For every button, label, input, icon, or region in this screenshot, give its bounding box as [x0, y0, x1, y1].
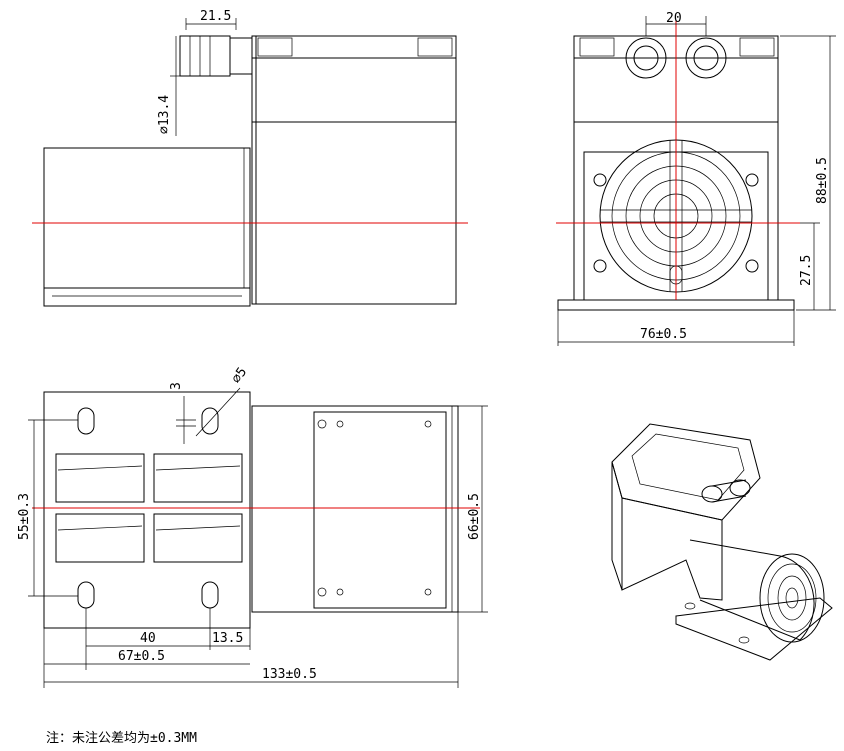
- front-port-left: [625, 37, 667, 79]
- mount-slot: [77, 581, 95, 609]
- top-base-plate: [43, 391, 251, 629]
- front-view: 20 88±0.5 27.5 76±0.5: [556, 11, 836, 346]
- dim-total-length: 133±0.5: [262, 667, 317, 682]
- top-view: 3 ⌀5 55±0.3 66±0.5 40 13.5 67±0.5 133±0.…: [17, 365, 488, 688]
- front-base-plate: [557, 299, 795, 311]
- mount-slot: [201, 581, 219, 609]
- iso-pump-head: [611, 423, 761, 521]
- dim-total-height: 88±0.5: [815, 157, 830, 204]
- front-screw-hole: [593, 173, 607, 187]
- front-screw-hole: [745, 173, 759, 187]
- mount-slot: [201, 407, 219, 435]
- front-screw-hole: [745, 259, 759, 273]
- iso-base-plate: [675, 597, 833, 661]
- side-pump-body: [251, 35, 457, 305]
- vent-block: [153, 513, 243, 563]
- dim-hole-spacing-horizontal: 40: [140, 631, 156, 646]
- side-motor: [43, 147, 251, 289]
- side-barb-fitting: [179, 35, 231, 77]
- side-view: 21.5 ⌀13.4: [32, 9, 468, 307]
- dim-port-spacing: 20: [666, 11, 682, 26]
- vent-block: [55, 513, 145, 563]
- dim-slot-width: 3: [169, 382, 184, 390]
- front-port-right: [685, 37, 727, 79]
- dim-hole-spacing-vertical: 55±0.3: [17, 493, 32, 540]
- isometric-view: [611, 423, 833, 661]
- top-motor: [251, 405, 459, 613]
- tolerance-note: 注：未注公差均为±0.3MM: [46, 731, 197, 746]
- iso-motor: [689, 539, 815, 641]
- dim-center-height: 27.5: [799, 255, 814, 286]
- side-base-plate: [43, 287, 251, 307]
- front-screw-hole: [593, 259, 607, 273]
- vent-block: [55, 453, 145, 503]
- dim-slot-diameter: ⌀5: [229, 365, 250, 386]
- dim-base-width: 76±0.5: [640, 327, 687, 342]
- mount-slot: [77, 407, 95, 435]
- dim-barb-length: 21.5: [200, 9, 231, 24]
- dim-edge-offset: 13.5: [212, 631, 243, 646]
- dim-base-length: 67±0.5: [118, 649, 165, 664]
- vent-block: [153, 453, 243, 503]
- dim-motor-width: 66±0.5: [467, 493, 482, 540]
- dim-barb-diameter: ⌀13.4: [157, 95, 172, 134]
